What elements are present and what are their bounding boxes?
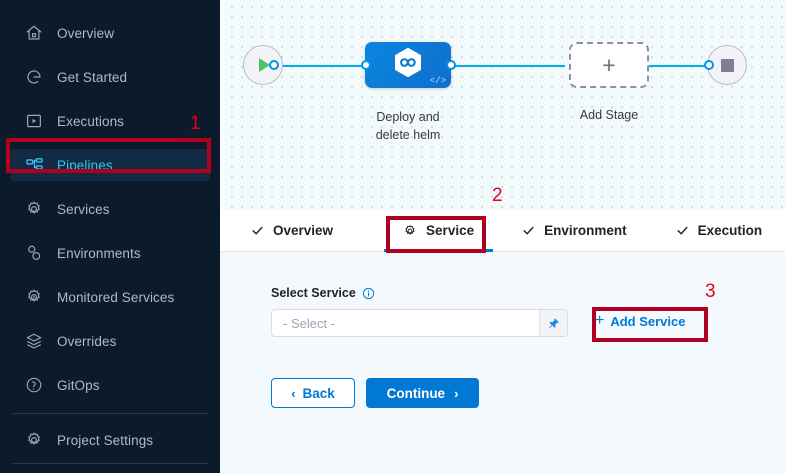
chain-hexagon-icon <box>393 47 423 84</box>
sidebar-item-overrides[interactable]: Overrides <box>10 325 210 357</box>
back-button-label: Back <box>302 385 335 401</box>
sidebar-item-label: Pipelines <box>57 157 113 173</box>
stage-tab-bar: Overview Service Environment <box>220 210 785 252</box>
sidebar-divider <box>12 413 208 414</box>
annotation-number-1: 1 <box>190 113 201 134</box>
sidebar-item-executions[interactable]: Executions <box>10 105 210 137</box>
sidebar-item-pipelines[interactable]: Pipelines <box>10 149 210 181</box>
sidebar-item-gitops[interactable]: GitOps <box>10 369 210 401</box>
check-icon <box>676 224 689 237</box>
sidebar-item-label: Project Settings <box>57 432 154 448</box>
sidebar-item-environments[interactable]: Environments <box>10 237 210 269</box>
monitored-services-icon <box>24 287 44 307</box>
pipelines-icon <box>24 155 44 175</box>
pin-icon[interactable] <box>539 310 567 336</box>
connector-line <box>623 65 711 67</box>
select-service-label-text: Select Service <box>271 286 356 300</box>
tab-label: Overview <box>273 223 334 238</box>
chevron-left-icon: ‹ <box>291 385 296 401</box>
sidebar-item-label: Services <box>57 201 110 217</box>
continue-button-label: Continue <box>386 385 446 401</box>
gear-icon <box>24 430 44 450</box>
check-icon <box>251 224 264 237</box>
get-started-icon <box>24 67 44 87</box>
tab-label: Service <box>426 223 475 238</box>
tab-label: Environment <box>544 223 627 238</box>
environments-icon <box>24 243 44 263</box>
tab-overview[interactable]: Overview <box>243 210 341 252</box>
back-button[interactable]: ‹ Back <box>271 378 355 408</box>
connector-dot <box>704 60 714 70</box>
sidebar-bottom-divider <box>12 463 208 464</box>
chevron-right-icon: › <box>454 385 459 401</box>
plus-icon: + <box>595 312 605 329</box>
stage-caption-line2: delete helm <box>375 128 441 142</box>
stage-caption: Deploy and delete helm <box>353 108 463 144</box>
sidebar-item-label: Get Started <box>57 69 128 85</box>
annotation-number-3: 3 <box>705 281 716 302</box>
sidebar-item-label: Overview <box>57 25 115 41</box>
sidebar-item-overview[interactable]: Overview <box>10 17 210 49</box>
connector-line <box>451 65 565 67</box>
gear-icon <box>403 224 417 238</box>
service-form: Select Service - Select - + Add Service <box>220 252 785 473</box>
executions-icon <box>24 111 44 131</box>
layers-icon <box>24 331 44 351</box>
connector-line <box>275 65 398 67</box>
sidebar-item-get-started[interactable]: Get Started <box>10 61 210 93</box>
sidebar-item-label: Monitored Services <box>57 289 175 305</box>
sidebar-item-label: Executions <box>57 113 125 129</box>
sidebar-item-monitored-services[interactable]: Monitored Services <box>10 281 210 313</box>
pipeline-canvas[interactable]: </> + Deploy and delete helm Add Stage <box>225 0 785 210</box>
sidebar: Overview Get Started Executions <box>0 0 220 473</box>
sidebar-item-services[interactable]: Services <box>10 193 210 225</box>
sidebar-item-label: GitOps <box>57 377 100 393</box>
tab-label: Execution <box>697 223 763 238</box>
sidebar-nav: Overview Get Started Executions <box>0 0 220 456</box>
sidebar-item-project-settings[interactable]: Project Settings <box>10 424 210 456</box>
continue-button[interactable]: Continue › <box>366 378 479 408</box>
connector-dot <box>446 60 456 70</box>
gitops-icon <box>24 375 44 395</box>
connector-dot <box>361 60 371 70</box>
code-icon: </> <box>429 76 446 86</box>
gear-icon <box>24 199 44 219</box>
stop-icon <box>720 58 734 72</box>
play-icon <box>259 58 270 72</box>
sidebar-item-label: Environments <box>57 245 141 261</box>
add-service-label: Add Service <box>610 313 686 329</box>
select-service-value[interactable]: - Select - <box>283 315 336 331</box>
annotation-number-2: 2 <box>492 185 503 206</box>
sidebar-item-label: Overrides <box>57 333 117 349</box>
check-icon <box>522 224 535 237</box>
tab-service[interactable]: Service <box>384 210 494 252</box>
connector-dot <box>269 60 279 70</box>
stage-caption-line1: Deploy and <box>376 110 440 124</box>
plus-icon: + <box>602 51 616 78</box>
pipeline-stage-node[interactable]: </> <box>365 42 451 88</box>
add-service-link[interactable]: + Add Service <box>595 312 686 330</box>
add-stage-caption: Add Stage <box>579 108 639 122</box>
main-pane: </> + Deploy and delete helm Add Stage <box>220 0 785 473</box>
form-button-row: ‹ Back Continue › <box>271 378 479 408</box>
select-service-dropdown[interactable]: - Select - <box>271 309 568 337</box>
tab-execution[interactable]: Execution <box>668 210 771 252</box>
tab-environment[interactable]: Environment <box>514 210 635 252</box>
select-service-label: Select Service <box>271 286 375 300</box>
info-icon[interactable] <box>362 287 375 300</box>
add-stage-button[interactable]: + <box>569 42 649 88</box>
home-icon <box>24 23 44 43</box>
